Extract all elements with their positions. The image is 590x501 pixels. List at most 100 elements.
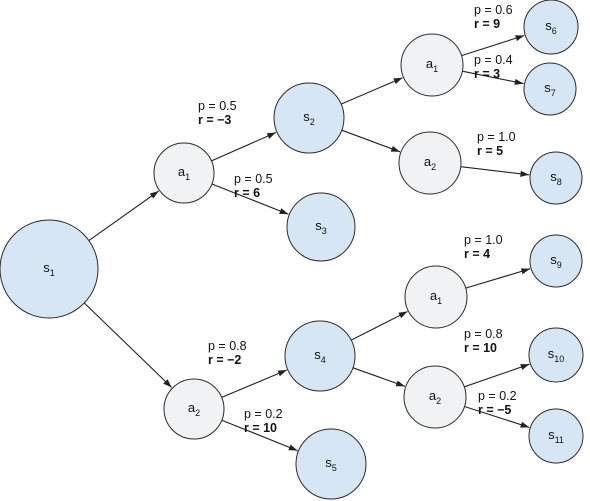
action-node-a2c: a2 <box>403 365 467 429</box>
state-circle <box>528 327 584 383</box>
action-node-a1: a1 <box>153 142 215 204</box>
edge-reward-label: r = 5 <box>477 144 503 158</box>
edge-reward-label: r = 10 <box>464 341 497 355</box>
node-label-base: s <box>43 260 50 275</box>
edge-probability-label: p = 1.0 <box>464 233 503 247</box>
edge-reward-label: r = −2 <box>208 353 241 367</box>
edge-reward-label: r = 6 <box>234 186 260 200</box>
node-label-subscript: 1 <box>433 64 438 74</box>
edge-reward-label: r = −3 <box>198 113 231 127</box>
node-label: s9 <box>550 252 562 270</box>
edge-probability-label: p = 0.8 <box>464 327 503 341</box>
state-node-s7: s7 <box>523 62 577 116</box>
state-circle <box>273 82 345 154</box>
state-node-s5: s5 <box>295 428 367 500</box>
state-node-s8: s8 <box>529 151 583 205</box>
node-label-base: a <box>430 288 438 303</box>
action-circle <box>398 131 462 195</box>
node-label-subscript: 9 <box>557 260 562 270</box>
action-node-a1b: a1 <box>400 33 464 97</box>
action-node-a1c: a1 <box>404 265 468 329</box>
edge-probability-label: p = 0.2 <box>478 389 517 403</box>
edge-probability-label: p = 0.2 <box>244 407 283 421</box>
node-label: s5 <box>325 455 337 473</box>
node-label-base: a <box>188 400 196 415</box>
edge-a1-s2 <box>211 131 277 162</box>
node-label-base: s <box>548 346 555 361</box>
node-label: s1 <box>43 260 55 278</box>
action-circle <box>163 378 225 440</box>
edge-labels-layer: p = 0.5r = −3p = 0.5r = 6p = 0.8r = −2p … <box>198 3 517 435</box>
state-node-s11: s11 <box>528 408 584 464</box>
edge-probability-label: p = 0.5 <box>234 172 273 186</box>
edge-a2c-s10 <box>464 363 530 388</box>
action-circle <box>403 365 467 429</box>
state-node-s10: s10 <box>528 327 584 383</box>
node-label-subscript: 7 <box>551 88 556 98</box>
state-circle <box>0 219 99 319</box>
state-node-s2: s2 <box>273 82 345 154</box>
action-node-a2: a2 <box>163 378 225 440</box>
state-circle <box>295 428 367 500</box>
node-label-subscript: 10 <box>554 354 564 364</box>
node-label: s7 <box>544 80 556 98</box>
state-node-s4: s4 <box>284 320 356 392</box>
node-label: s3 <box>315 218 327 236</box>
edge-s2-a2b <box>341 129 401 153</box>
edge-s4-a1c <box>350 311 408 341</box>
node-label-base: a <box>424 154 432 169</box>
node-label-base: s <box>325 455 332 470</box>
state-circle <box>528 408 584 464</box>
edge-reward-label: r = 10 <box>244 421 277 435</box>
node-label-subscript: 2 <box>195 408 200 418</box>
node-label: s4 <box>314 347 326 365</box>
edge-reward-label: r = 9 <box>474 17 500 31</box>
node-label-subscript: 2 <box>431 162 436 172</box>
node-label: a2 <box>429 388 441 406</box>
node-label: s2 <box>303 109 315 127</box>
edge-probability-label: p = 0.5 <box>198 99 237 113</box>
edge-s2-a1b <box>340 77 403 105</box>
node-label-base: s <box>303 109 310 124</box>
edge-s4-a2c <box>352 367 406 387</box>
edges-layer <box>83 34 531 452</box>
edge-s1-a2 <box>83 302 173 388</box>
node-label-subscript: 6 <box>552 26 557 36</box>
state-circle <box>523 62 577 116</box>
node-label-subscript: 4 <box>321 355 326 365</box>
edge-a1b-s6 <box>461 34 525 57</box>
node-label-subscript: 1 <box>437 296 442 306</box>
edge-a1-s3 <box>211 183 289 215</box>
edge-s1-a1 <box>88 190 160 242</box>
edge-probability-label: p = 1.0 <box>477 130 516 144</box>
node-label-base: a <box>426 56 434 71</box>
node-label: a2 <box>424 154 436 172</box>
node-label-subscript: 1 <box>50 268 55 278</box>
edge-a2-s4 <box>221 369 288 398</box>
node-label-subscript: 1 <box>185 172 190 182</box>
node-label-base: s <box>550 169 557 184</box>
node-label-subscript: 11 <box>555 435 564 445</box>
node-label-subscript: 3 <box>322 226 327 236</box>
state-circle <box>529 234 583 288</box>
edge-probability-label: p = 0.8 <box>208 339 247 353</box>
node-label-base: s <box>315 218 322 233</box>
node-label-base: a <box>178 164 186 179</box>
edge-a2b-s8 <box>460 166 530 177</box>
edge-a1c-s9 <box>465 268 531 289</box>
edge-probability-label: p = 0.6 <box>474 3 513 17</box>
node-label: a1 <box>426 56 438 74</box>
action-circle <box>400 33 464 97</box>
node-label: a2 <box>188 400 200 418</box>
edge-reward-label: r = 3 <box>474 67 500 81</box>
action-circle <box>153 142 215 204</box>
edge-reward-label: r = −5 <box>478 403 511 417</box>
node-label-base: s <box>545 18 552 33</box>
state-circle <box>286 192 356 262</box>
action-node-a2b: a2 <box>398 131 462 195</box>
node-label-base: s <box>314 347 321 362</box>
node-label-subscript: 5 <box>332 463 337 473</box>
